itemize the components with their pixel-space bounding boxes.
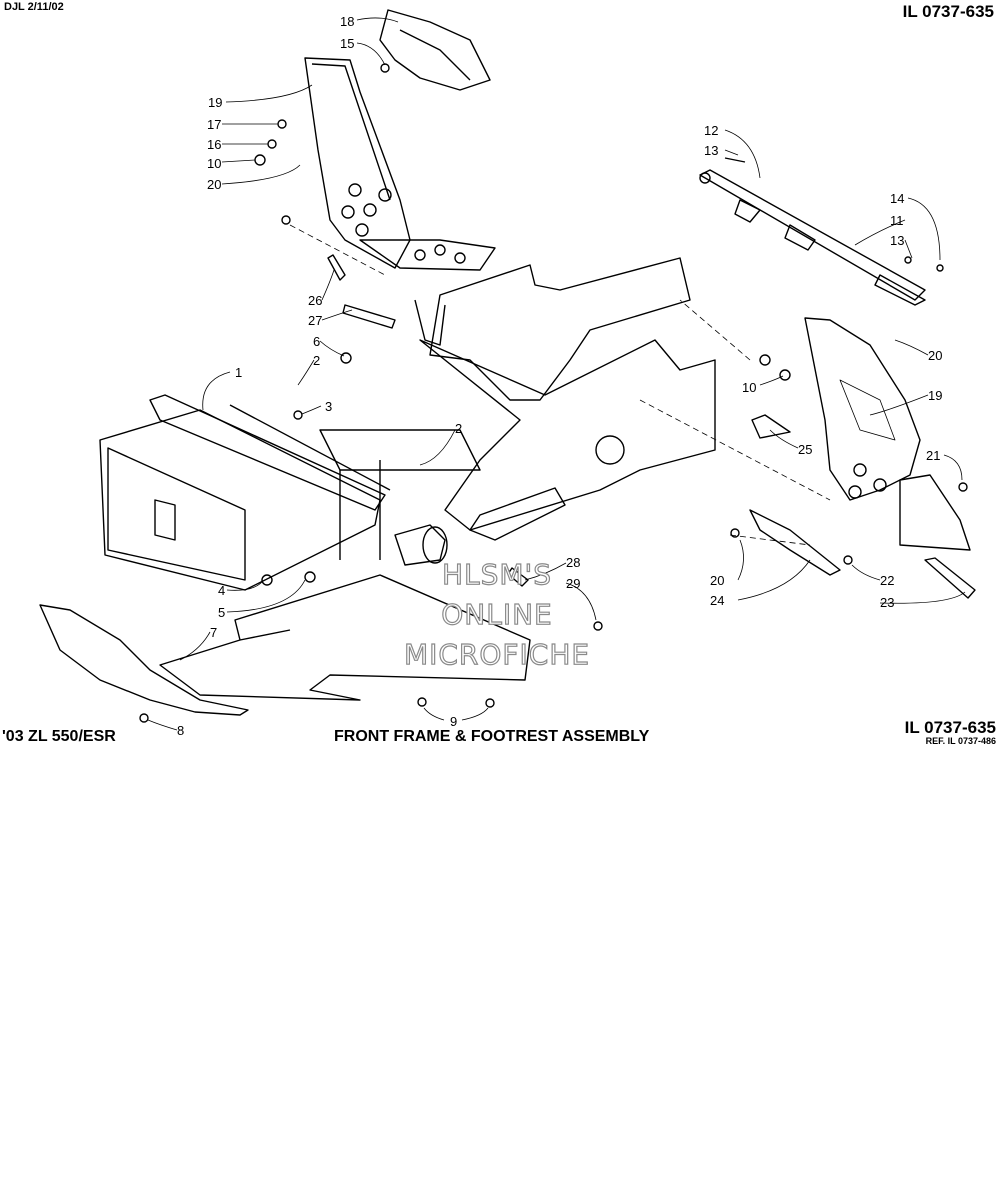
callout-label: 6	[313, 334, 320, 349]
callout-label: 14	[890, 191, 904, 206]
footrest-cover-top	[379, 9, 491, 91]
leader-lines	[147, 17, 966, 731]
callout-label: 10	[207, 156, 221, 171]
watermark: HLSM'S ONLINE MICROFICHE	[403, 557, 590, 671]
callout-label: 25	[798, 442, 812, 457]
footrest-strip	[924, 557, 976, 599]
callout-label: 2	[313, 353, 320, 368]
illustration-code-top: IL 0737-635	[902, 2, 994, 21]
illustration-code: IL 0737-635	[904, 718, 996, 737]
callout-label: 20	[928, 348, 942, 363]
callout-label: 29	[566, 576, 580, 591]
callout-label: 24	[710, 593, 724, 608]
callout-label: 4	[218, 583, 225, 598]
callout-label: 5	[218, 605, 225, 620]
footrest-cleat	[751, 414, 791, 439]
callout-label: 12	[704, 123, 718, 138]
callout-label: 13	[890, 233, 904, 248]
floor-pan	[159, 574, 531, 701]
callout-label: 21	[926, 448, 940, 463]
callout-label: 11	[890, 213, 904, 228]
illustration-code-bottom: IL 0737-635 REF. IL 0737-486	[905, 718, 996, 746]
callout-label: 9	[450, 714, 457, 729]
callout-label: 15	[340, 36, 354, 51]
watermark-line: HLSM'S	[442, 558, 552, 591]
callout-label: 17	[207, 117, 221, 132]
watermark-line: MICROFICHE	[404, 638, 590, 671]
callout-label: 27	[308, 313, 322, 328]
callout-label: 13	[704, 143, 718, 158]
callout-label: 7	[210, 625, 217, 640]
model-label: '03 ZL 550/ESR	[2, 728, 116, 745]
footrest-bracket-left	[304, 57, 496, 271]
callout-labels: 18 15 19 17 16 10 20 12 13 14 11 13 26 2…	[177, 14, 942, 738]
callout-label: 2	[455, 421, 462, 436]
alignment-lines	[289, 224, 831, 546]
callout-label: 3	[325, 399, 332, 414]
callout-label: 1	[235, 365, 242, 380]
exploded-diagram: 18 15 19 17 16 10 20 12 13 14 11 13 26 2…	[39, 9, 976, 738]
callout-label: 20	[710, 573, 724, 588]
fasteners	[139, 63, 968, 723]
callout-label: 23	[880, 595, 894, 610]
assembly-title: FRONT FRAME & FOOTREST ASSEMBLY	[334, 728, 650, 745]
main-frame	[99, 257, 716, 591]
steering-post	[699, 157, 926, 306]
drafter-stamp: DJL 2/11/02	[4, 1, 64, 13]
callout-label: 19	[928, 388, 942, 403]
callout-label: 28	[566, 555, 580, 570]
callout-label: 18	[340, 14, 354, 29]
callout-label: 20	[207, 177, 221, 192]
skid-plate	[39, 604, 249, 716]
callout-label: 22	[880, 573, 894, 588]
callout-label: 10	[742, 380, 756, 395]
footrest-bracket-right	[804, 317, 971, 551]
callout-label: 16	[207, 137, 221, 152]
callout-label: 19	[208, 95, 222, 110]
callout-label: 8	[177, 723, 184, 738]
watermark-line: ONLINE	[441, 598, 552, 631]
callout-label: 26	[308, 293, 322, 308]
reference-code: REF. IL 0737-486	[925, 736, 996, 746]
footrest-plate	[749, 509, 841, 576]
